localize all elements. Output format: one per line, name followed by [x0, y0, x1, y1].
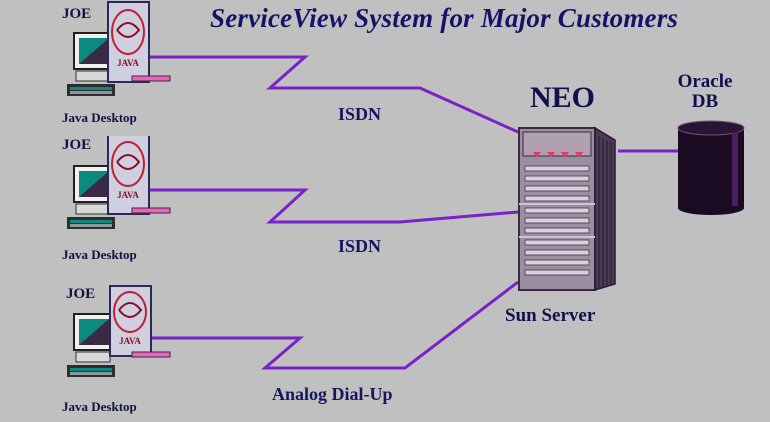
server-caption: Sun Server [505, 305, 596, 326]
database-label-line1: Oracle [677, 71, 733, 92]
desktop-1-caption: Java Desktop [62, 110, 137, 125]
link-label-isdn-1: ISDN [338, 104, 382, 124]
sun-server-icon [518, 126, 616, 292]
desktop-3-caption: Java Desktop [62, 399, 137, 414]
oracle-database-icon [677, 120, 745, 215]
desktop-3-computer-icon: JAVA [67, 285, 171, 377]
desktop-3-user-label: JOE [66, 286, 96, 302]
diagram-title: ServiceView System for Major Customers [210, 3, 679, 33]
link-label-isdn-2: ISDN [338, 236, 382, 256]
desktop-2-java-logo-text: JAVA [117, 190, 139, 200]
isdn-line-2 [150, 188, 519, 224]
desktop-3-java-logo-text: JAVA [119, 336, 141, 346]
desktop-1-user-label: JOE [62, 6, 92, 22]
desktop-1-computer-icon: JAVA [67, 1, 171, 96]
link-label-analog: Analog Dial-Up [272, 384, 393, 404]
server-name-label: NEO [530, 81, 596, 114]
desktop-2-user-label: JOE [62, 137, 92, 153]
desktop-2-caption: Java Desktop [62, 247, 137, 262]
database-label: Oracle DB [670, 72, 740, 112]
database-label-line2: DB [691, 91, 719, 112]
desktop-1-java-logo-text: JAVA [117, 58, 139, 68]
analog-line [150, 280, 519, 370]
desktop-2-computer-icon: JAVA [67, 136, 171, 229]
isdn-line-1 [150, 55, 519, 134]
